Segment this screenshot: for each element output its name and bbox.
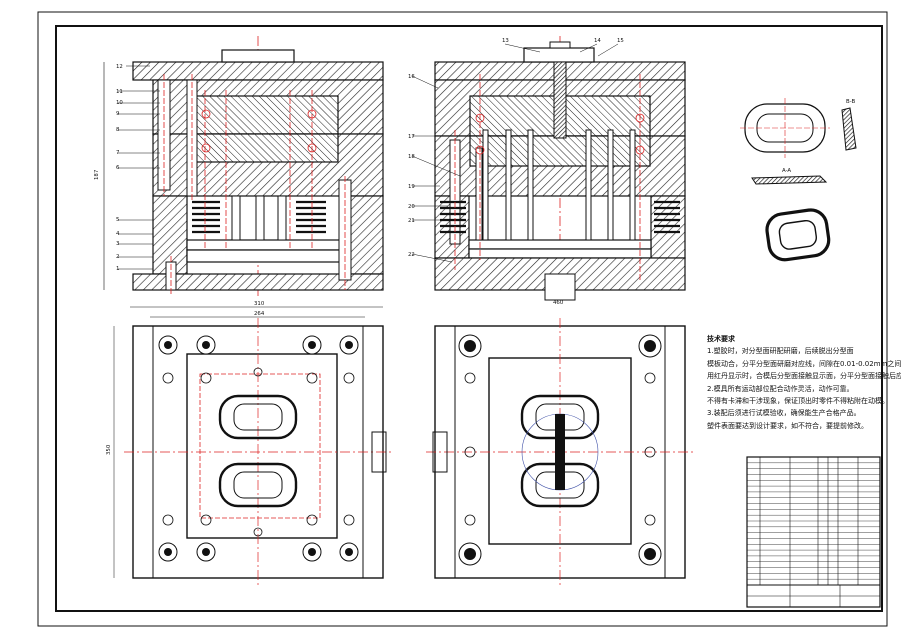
part-num-12: 12 (116, 64, 123, 70)
part-num-1: 1 (116, 266, 119, 272)
front-section-view: 187 12 11 10 9 8 7 6 5 4 3 2 (94, 36, 384, 296)
technical-note-line: 不得有卡滞和干涉现象，保证顶出时零件不得粘附在动模。 (707, 397, 889, 406)
section-label-a: A-A (782, 168, 791, 174)
part-num-11: 11 (116, 89, 123, 95)
technical-note-line: 用红丹显示时，合模后分型面接触显示面，分平分型面接触后应达80%。 (707, 372, 901, 381)
part-num-18: 18 (408, 154, 415, 160)
title-block (746, 456, 881, 608)
dim-hopper: 460 (553, 300, 564, 306)
part-num-8: 8 (116, 127, 120, 133)
part-num-16: 16 (408, 74, 415, 80)
part-num-3: 3 (116, 241, 119, 247)
dim-left-side: 187 (94, 170, 100, 180)
dim-height: 350 (106, 444, 112, 455)
section-label-b: B-B (846, 99, 855, 105)
technical-note-line: 2.模具所有运动部位配合动作灵活，动作可靠。 (707, 384, 854, 393)
technical-note-line: 模板动合，分平分型面研磨对应线，间隙在0.01-0.02mm之间， (707, 359, 901, 368)
technical-note-line: 3.装配后须进行试模验收，确保能生产合格产品。 (707, 409, 861, 418)
part-num-5: 5 (116, 217, 119, 223)
bom-rows (747, 462, 880, 580)
part-num-9: 9 (116, 111, 120, 117)
moving-half-plan-view: 310 264 350 (106, 301, 392, 586)
part-num-14: 14 (594, 38, 601, 44)
part-num-21: 21 (408, 218, 415, 224)
part-num-17: 17 (408, 134, 415, 140)
part-num-15: 15 (617, 38, 624, 44)
technical-note-line: 1.塑胶时，对分型面研配研磨，后续脱出分型面 (707, 347, 854, 356)
technical-note-line: 塑件表面要达到设计要求，如不符合，要提前修改。 (707, 421, 868, 430)
part-num-13: 13 (502, 38, 509, 44)
part-num-22: 22 (408, 252, 415, 258)
part-detail-views: B-B A-A (740, 98, 857, 262)
fixed-half-plan-view (426, 318, 694, 586)
part-num-6: 6 (116, 165, 120, 171)
outer-frame (37, 11, 888, 627)
dim-inner-width: 264 (254, 311, 265, 317)
part-num-10: 10 (116, 100, 123, 106)
part-num-19: 19 (408, 184, 415, 190)
inner-frame (55, 25, 883, 612)
dim-outer-width: 310 (254, 301, 265, 307)
part-num-7: 7 (116, 150, 119, 156)
part-num-4: 4 (116, 231, 120, 237)
technical-notes: 技术要求 1.塑胶时，对分型面研配研磨，后续脱出分型面 模板动合，分平分型面研磨… (707, 333, 901, 432)
part-num-20: 20 (408, 204, 415, 210)
part-num-2: 2 (116, 254, 119, 260)
side-section-view: 16 17 18 19 20 21 22 13 14 15 460 (408, 36, 686, 306)
technical-notes-title: 技术要求 (707, 335, 735, 343)
